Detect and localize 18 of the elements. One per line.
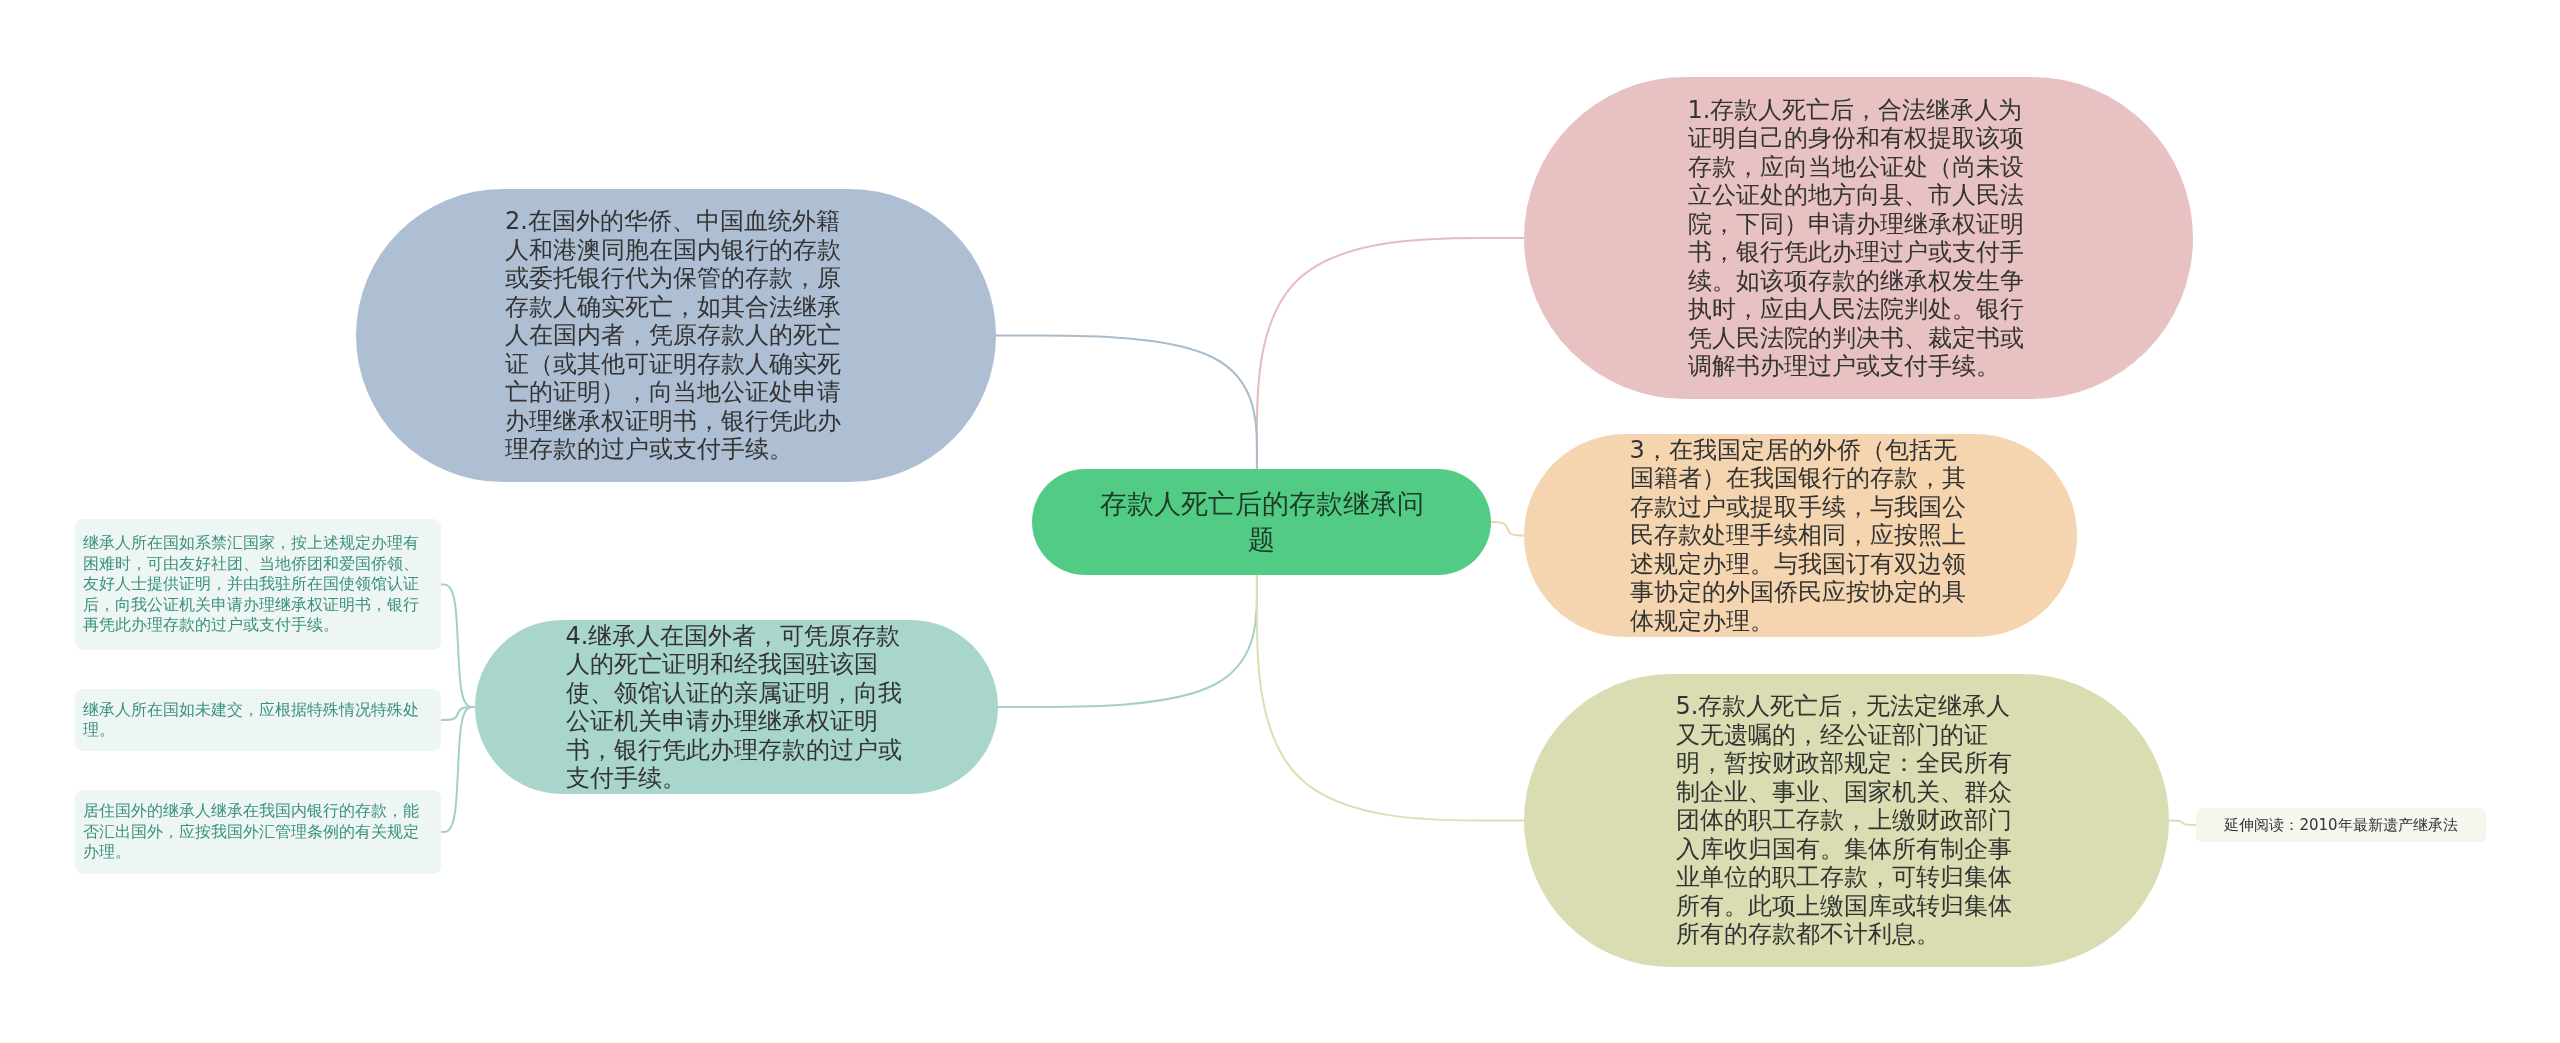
node-text: 继承人所在国如系禁汇国家，按上述规定办理有困难时，可由友好社团、当地侨团和爱国侨领、友好人士提供证明，并由我驻所在国使领馆认证后，向我公证机关申请办理继承权证明书，银行再凭此办理存款的过户或支付手续。 [83, 533, 420, 636]
link-card [2196, 808, 2486, 842]
node-text: 4.继承人在国外者，可凭原存款人的死亡证明和经我国驻该国使、领馆认证的亲属证明，向我公证机关申请办理继承权证明书，银行凭此办理存款的过户或支付手续。 [565, 621, 903, 793]
node-text: 1.存款人死亡后，合法继承人为证明自己的身份和有权提取该项存款，应向当地公证处（尚未设立公证处的地方向县、市人民法院，下同）申请办理继承权证明书，银行凭此办理过户或支付手续。如该项存款的继承权发生争执时，应由人民法院判处。银行凭人民法院的判决书、裁定书或调解书办理过户或支付手续。 [1687, 95, 2025, 381]
subtopic-card [75, 689, 441, 751]
connector-line [2168, 819, 2197, 826]
node-text: 3，在我国定居的外侨（包括无国籍者）在我国银行的存款，其存款过户或提取手续，与我国公民存款处理手续相同，应按照上述规定办理。与我国订有双边领事协定的外国侨民应按协定的具体规定办理。 [1629, 435, 1967, 636]
connector-line [995, 334, 1258, 470]
node-text: 存款人死亡后的存款继承问题 [1098, 487, 1425, 557]
subtopic-card [75, 519, 441, 650]
node-text: 居住国外的继承人继承在我国内银行的存款，能否汇出国外，应按我国外汇管理条例的有关规定办理。 [83, 801, 420, 863]
connector-line [1490, 521, 1525, 537]
node-text: 5.存款人死亡后，无法定继承人又无遗嘱的，经公证部门的证明，暂按财政部规定：全民所有制企业、事业、国家机关、群众团体的职工存款，上缴财政部门入库收归国有。集体所有制企事业单位的职工存款，可转归集体所有。此项上缴国库或转归集体所有的存款都不计利息。 [1675, 692, 2013, 949]
node-text: 2.在国外的华侨、中国血统外籍人和港澳同胞在国内银行的存款或委托银行代为保管的存款，原存款人确实死亡，如其合法继承人在国内者，凭原存款人的死亡证（或其他可证明存款人确实死亡的证明），向当地公证处申请办理继承权证明书，银行凭此办理存款的过户或支付手续。 [505, 207, 842, 464]
node-text: 延伸阅读：2010年最新遗产继承法 [2223, 815, 2459, 835]
subtopic-card [75, 790, 441, 874]
node-text: 继承人所在国如未建交，应根据特殊情况特殊处理。 [83, 699, 420, 741]
connector-line [1255, 574, 1525, 822]
